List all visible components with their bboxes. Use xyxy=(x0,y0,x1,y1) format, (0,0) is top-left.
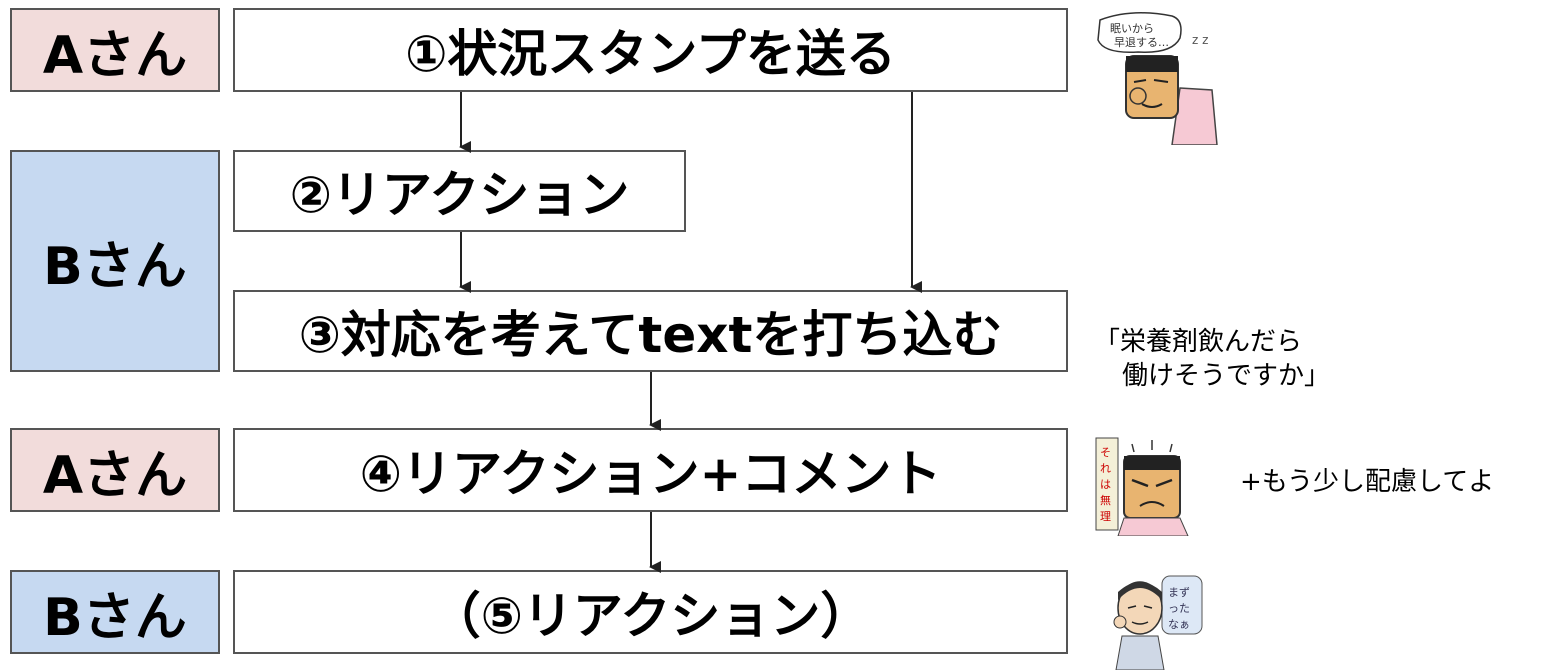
sticker1-text: 眠いから xyxy=(1110,22,1154,35)
sticker2-text: そ xyxy=(1100,446,1111,459)
actor-b-row5: Bさん xyxy=(10,570,220,654)
comment-note: +もう少し配慮してよ xyxy=(1240,467,1495,497)
sticker3-text: まず xyxy=(1168,586,1190,599)
text-message-line-1: 「栄養剤飲んだら xyxy=(1094,327,1303,357)
svg-text:った: った xyxy=(1168,602,1190,615)
step-4-box: ④リアクション+コメント xyxy=(233,428,1068,512)
svg-text:れ: れ xyxy=(1100,462,1111,475)
svg-text:無: 無 xyxy=(1100,493,1111,507)
sleepy-sticker-icon: 眠いから 早退する… z z xyxy=(1097,12,1218,145)
apologetic-sticker-icon: まず った なぁ xyxy=(1113,575,1203,670)
step-5-box: （⑤リアクション） xyxy=(233,570,1068,654)
actor-a-row1: Aさん xyxy=(10,8,220,92)
text-message-note: 「栄養剤飲んだら 働けそうですか」 xyxy=(1094,325,1330,393)
step-1-box: ①状況スタンプを送る xyxy=(233,8,1068,92)
svg-text:理: 理 xyxy=(1100,510,1111,523)
svg-text:は: は xyxy=(1100,478,1111,491)
step-2-box: ②リアクション xyxy=(233,150,686,232)
svg-text:z z: z z xyxy=(1192,33,1208,47)
step-3-box: ③対応を考えてtextを打ち込む xyxy=(233,290,1068,372)
actor-b-row2: Bさん xyxy=(10,150,220,372)
svg-text:早退する…: 早退する… xyxy=(1114,36,1169,49)
angry-sticker-icon: そ れ は 無 理 xyxy=(1095,437,1189,536)
actor-a-row4: Aさん xyxy=(10,428,220,512)
text-message-line-2: 働けそうですか」 xyxy=(1122,361,1331,391)
svg-text:なぁ: なぁ xyxy=(1168,618,1190,631)
